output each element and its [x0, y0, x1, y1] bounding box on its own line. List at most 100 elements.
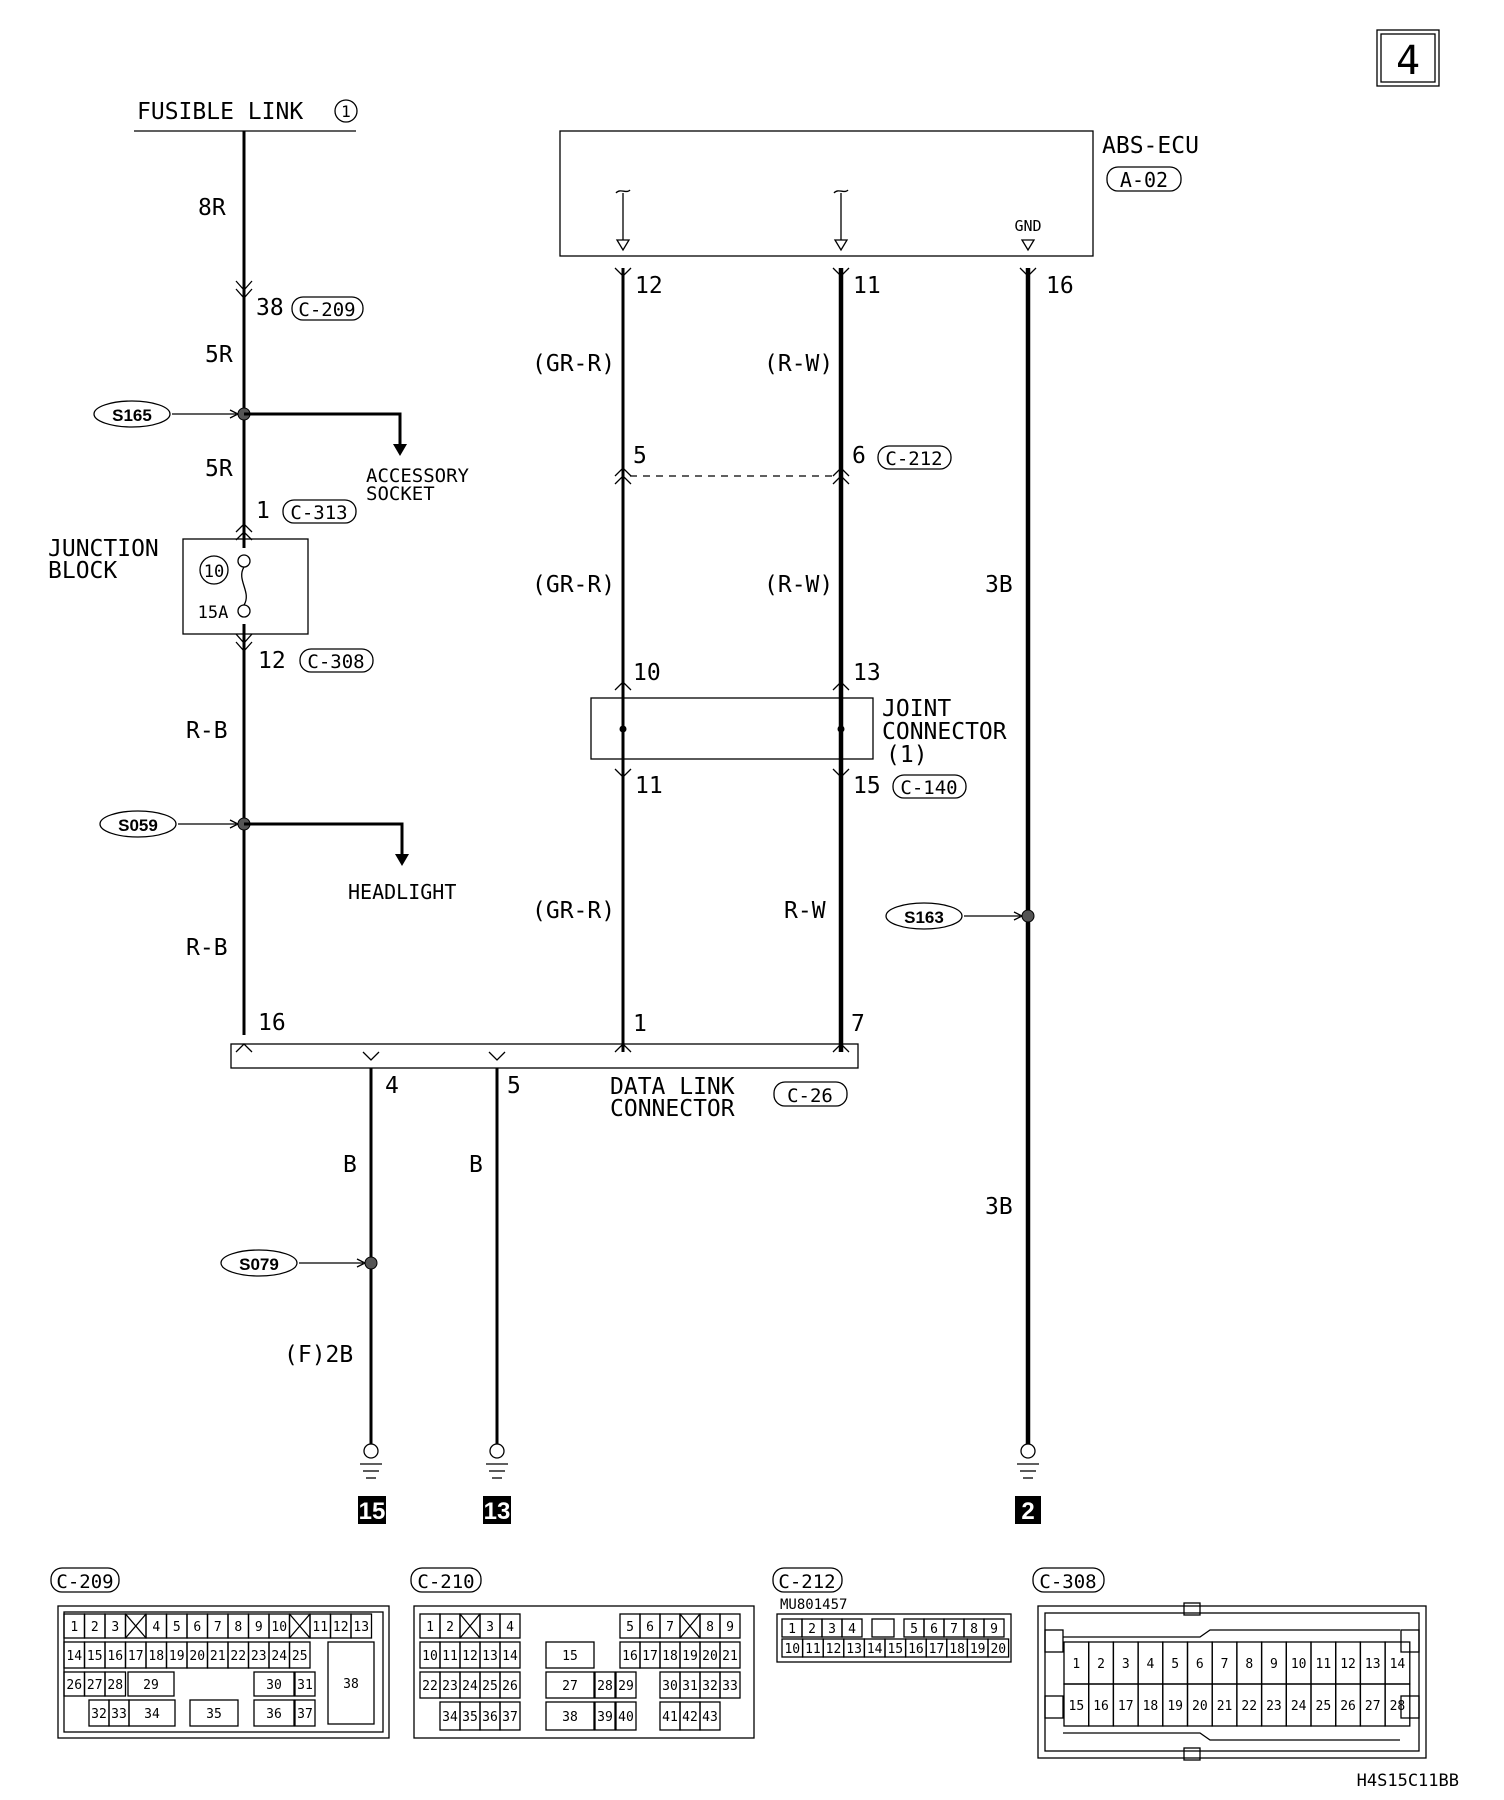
pin-number: 38 [343, 1677, 359, 1692]
pin-number: 21 [722, 1649, 738, 1664]
pin-c212-5: 5 [633, 443, 647, 469]
pin-number: 16 [107, 1649, 123, 1664]
connector-symbol-c212 [614, 467, 632, 485]
pin-number: 19 [169, 1649, 185, 1664]
wire-label-gr-r-c: (GR-R) [532, 898, 615, 924]
pin-cell [253, 1671, 295, 1697]
pin-cell [987, 1638, 1010, 1658]
pin-cell [499, 1701, 521, 1731]
wire-label-r-w-c: R-W [784, 898, 826, 924]
wire-label-rb-a: R-B [186, 718, 228, 744]
blank-pin-cross [125, 1613, 147, 1639]
blank-pin-cross [459, 1613, 481, 1639]
pin-cell [127, 1671, 175, 1697]
pin-number: 40 [618, 1710, 634, 1725]
pin-number: 2 [91, 1620, 99, 1635]
splice-s079: S079 [239, 1255, 279, 1274]
pin-cell [104, 1671, 127, 1697]
pin-number: 43 [702, 1710, 718, 1725]
ground-id-2: 2 [1021, 1498, 1034, 1525]
pin-16-dlc: 16 [258, 1010, 286, 1036]
pin-number: 13 [353, 1620, 369, 1635]
arrow-down-icon [393, 444, 407, 456]
output-arrow-icon [833, 239, 849, 252]
pin-number: 14 [867, 1642, 883, 1657]
pin-number: 5 [173, 1620, 181, 1635]
pin-number: 19 [970, 1642, 986, 1657]
wire-label-b-a: B [343, 1152, 357, 1178]
connector-tag-c308: C-308 [307, 651, 364, 673]
pin-cell [719, 1671, 741, 1699]
pin-number: 22 [1241, 1699, 1257, 1714]
ground-id-13: 13 [484, 1498, 511, 1525]
wire-label-r-w-b: (R-W) [764, 572, 833, 598]
pin-cell [288, 1641, 311, 1669]
pin-number: 18 [662, 1649, 678, 1664]
pin-number: 37 [502, 1710, 518, 1725]
blank-pin-cross [289, 1613, 311, 1639]
junction-block-label-2: BLOCK [48, 558, 117, 584]
fuse-icon [241, 566, 247, 606]
pin-number: 27 [1365, 1699, 1381, 1714]
pin-number: 7 [1221, 1657, 1229, 1672]
ground-symbol-icon [1017, 1443, 1039, 1479]
pin-number: 33 [111, 1707, 127, 1722]
pin-number: 34 [442, 1710, 458, 1725]
pin-number: 1 [426, 1620, 434, 1635]
pin-number: 2 [1097, 1657, 1105, 1672]
pin-ecu-11: 11 [853, 273, 881, 299]
wire-label-3b-a: 3B [985, 572, 1013, 598]
pin-1: 1 [256, 498, 270, 524]
pin-number: 7 [666, 1620, 674, 1635]
connector-tag-c212: C-212 [885, 448, 942, 470]
pin-cell [594, 1671, 616, 1699]
pin-number: 24 [1291, 1699, 1307, 1714]
pin-number: 4 [152, 1620, 160, 1635]
pin-number: 12 [462, 1649, 478, 1664]
pin-number: 22 [422, 1679, 438, 1694]
pin-jc-11: 11 [635, 773, 663, 799]
pin-number: 3 [111, 1620, 119, 1635]
pin-c212-6: 6 [852, 443, 866, 469]
pin-dlc-7: 7 [851, 1011, 865, 1037]
pin-cell [841, 1618, 863, 1638]
pin-number: 36 [266, 1707, 282, 1722]
wire-label-r-w-a: (R-W) [764, 351, 833, 377]
pin-cell [615, 1671, 637, 1699]
pin-number: 28 [107, 1678, 123, 1693]
pin-cell [499, 1641, 521, 1669]
ground-terminal-icon [1020, 239, 1036, 252]
pin-number: 20 [990, 1642, 1006, 1657]
wire-label-5r-b: 5R [205, 456, 233, 482]
pin-number: 23 [442, 1679, 458, 1694]
pin-number: 5 [626, 1620, 634, 1635]
pin-number: 8 [706, 1620, 714, 1635]
abs-ecu-box [559, 130, 1094, 257]
wire-label-f2b: (F)2B [284, 1342, 353, 1368]
pin-number: 16 [1093, 1699, 1109, 1714]
pin-number: 34 [144, 1707, 160, 1722]
pin-number: 28 [597, 1679, 613, 1694]
pin-number: 12 [1340, 1657, 1356, 1672]
wire-label-gr-r-b: (GR-R) [532, 572, 615, 598]
pin-number: 25 [1316, 1699, 1332, 1714]
pin-number: 5 [1171, 1657, 1179, 1672]
pin-cell [545, 1671, 595, 1699]
pin-number: 10 [422, 1649, 438, 1664]
splice-s163: S163 [904, 908, 944, 927]
pin-number: 17 [1118, 1699, 1134, 1714]
pin-number: 17 [929, 1642, 945, 1657]
headlight-label: HEADLIGHT [348, 880, 456, 904]
pin-number: 9 [726, 1620, 734, 1635]
page-number-box [1376, 29, 1440, 87]
pin-number: 24 [271, 1649, 287, 1664]
pin-number: 9 [990, 1622, 998, 1637]
connector-tag-c26: C-26 [787, 1085, 833, 1107]
pin-number: 2 [808, 1622, 816, 1637]
page-number: 4 [1396, 38, 1420, 84]
pin-number: 4 [1147, 1657, 1155, 1672]
ground-symbol-icon [360, 1443, 382, 1479]
splice-dot-s163 [1021, 909, 1035, 923]
